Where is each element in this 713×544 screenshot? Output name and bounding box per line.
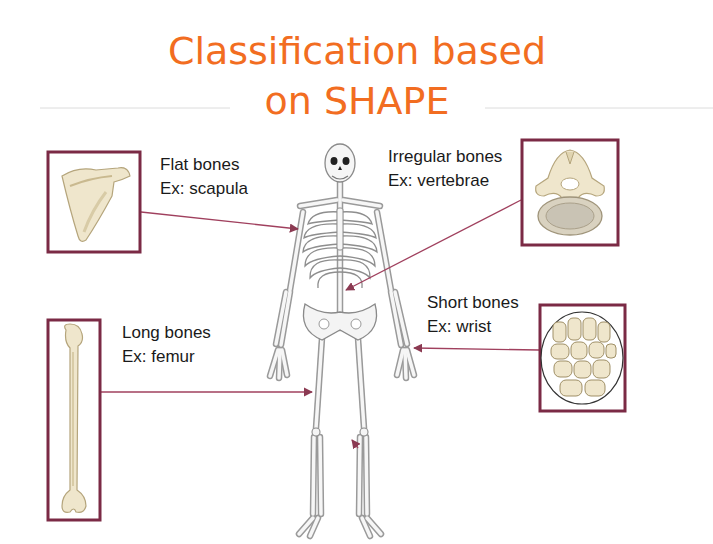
leader-lines bbox=[141, 212, 298, 229]
picture-frame bbox=[522, 140, 618, 245]
skeleton-figure bbox=[360, 428, 368, 436]
separator-line bbox=[485, 108, 713, 109]
leader-lines bbox=[101, 391, 312, 392]
wrist-picture bbox=[593, 360, 610, 378]
skeleton-figure bbox=[270, 183, 414, 536]
slide-title: Classification based on SHAPE bbox=[144, 26, 570, 126]
bone-type-label: Short bones bbox=[427, 291, 519, 315]
bone-type-label: Irregular bones bbox=[388, 145, 502, 169]
skeleton-figure bbox=[270, 144, 414, 536]
femur-picture bbox=[62, 324, 86, 512]
example-label: Ex: vertebrae bbox=[388, 169, 489, 193]
picture-frame bbox=[48, 140, 625, 520]
vertebra-picture bbox=[546, 203, 594, 229]
scapula-picture bbox=[62, 168, 130, 242]
wrist-picture bbox=[553, 322, 566, 342]
vertebra-picture bbox=[536, 150, 605, 198]
skeleton-figure bbox=[303, 304, 376, 340]
leader-lines bbox=[414, 348, 539, 350]
skeleton-figure bbox=[325, 144, 355, 182]
wrist-picture bbox=[571, 342, 587, 359]
bone-type-label: Long bones bbox=[122, 321, 211, 345]
picture-frame bbox=[48, 152, 140, 252]
skeleton-figure bbox=[343, 157, 350, 165]
skeleton-figure bbox=[319, 319, 329, 329]
vertebra-picture bbox=[561, 178, 579, 190]
wrist-picture bbox=[560, 380, 582, 396]
wrist-picture bbox=[551, 318, 616, 396]
wrist-picture bbox=[551, 344, 569, 359]
skeleton-figure bbox=[332, 176, 348, 179]
wrist-picture bbox=[568, 318, 581, 340]
bone-type-label: Flat bones bbox=[160, 153, 239, 177]
skeleton-figure bbox=[351, 319, 361, 329]
skeleton-figure bbox=[340, 260, 370, 278]
scapula-picture bbox=[84, 192, 106, 232]
vertebra-picture bbox=[538, 197, 602, 235]
wrist-picture bbox=[541, 312, 623, 404]
skeleton-figure bbox=[340, 236, 377, 252]
picture-frame bbox=[540, 305, 625, 411]
wrist-picture bbox=[574, 361, 591, 378]
skeleton-figure bbox=[305, 248, 340, 266]
wrist-picture bbox=[585, 380, 605, 396]
wrist-picture bbox=[541, 312, 623, 404]
femur-picture bbox=[72, 352, 74, 486]
leader-lines bbox=[101, 200, 539, 448]
skeleton-figure bbox=[338, 166, 342, 170]
wrist-picture bbox=[606, 344, 616, 358]
picture-frame bbox=[48, 320, 100, 520]
skeleton-figure bbox=[308, 212, 340, 224]
wrist-picture bbox=[598, 322, 610, 342]
skeleton-figure bbox=[340, 248, 375, 266]
vertebra-picture bbox=[536, 150, 605, 235]
leader-lines bbox=[352, 440, 358, 448]
skeleton-figure bbox=[318, 272, 340, 288]
skeleton-figure bbox=[340, 212, 372, 224]
example-label: Ex: scapula bbox=[160, 177, 248, 201]
example-label: Ex: wrist bbox=[427, 315, 491, 339]
leader-lines bbox=[346, 200, 521, 290]
vertebra-picture bbox=[566, 152, 574, 164]
wrist-picture bbox=[589, 342, 604, 358]
scapula-picture bbox=[70, 176, 112, 186]
scapula-picture bbox=[62, 168, 130, 242]
skeleton-figure bbox=[312, 428, 320, 436]
wrist-picture bbox=[554, 361, 572, 377]
wrist-picture bbox=[583, 318, 596, 340]
separator-line bbox=[40, 108, 230, 109]
skeleton-figure bbox=[303, 236, 340, 252]
skeleton-figure bbox=[310, 260, 340, 278]
skeleton-figure bbox=[337, 208, 343, 250]
femur-picture bbox=[62, 324, 86, 512]
skeleton-figure bbox=[270, 183, 414, 536]
skeleton-figure bbox=[331, 157, 338, 165]
skeleton-figure bbox=[340, 272, 362, 288]
example-label: Ex: femur bbox=[122, 345, 195, 369]
